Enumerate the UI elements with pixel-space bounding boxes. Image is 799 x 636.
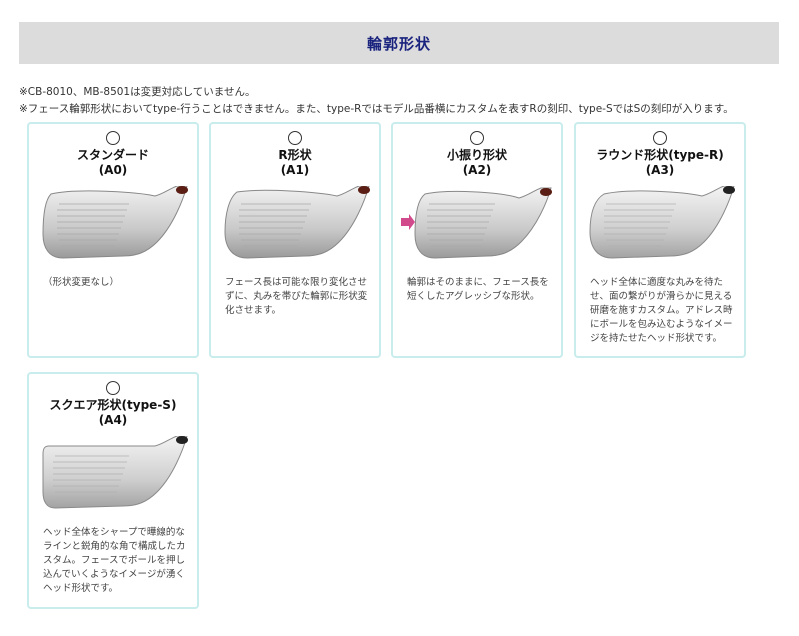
iron-head-image-a3 <box>589 186 735 259</box>
option-title-a0: スタンダード (A0) <box>76 148 149 177</box>
option-card-a0[interactable]: スタンダード (A0) （形状変更なし） <box>27 122 199 358</box>
iron-head-image-a2 <box>401 187 552 259</box>
option-desc-a2: 輪郭はそのままに、フェース長を短くしたアグレッシブな形状。 <box>407 277 549 302</box>
radio-button-a4[interactable] <box>106 381 120 395</box>
option-desc-a4: ヘッド全体をシャープで曄線的なラインと鋭角的な角で構成したカスタム。フェースでボ… <box>43 527 186 594</box>
hosel-a4 <box>176 436 188 444</box>
option-title-a3: ラウンド形状(type-R) (A3) <box>596 148 724 177</box>
hosel-a3 <box>723 186 735 194</box>
option-desc-a0: （形状変更なし） <box>43 277 120 288</box>
option-card-a1[interactable]: R形状 (A1) フェース長は可能な限り変化させずに、丸みを帯びた輪郭に形状変化… <box>209 122 381 358</box>
radio-button-a2[interactable] <box>470 131 484 145</box>
hosel-a2 <box>540 188 552 196</box>
option-card-a3[interactable]: ラウンド形状(type-R) (A3) ヘッド全体に適度な丸みを待たせ、面の繋が… <box>574 122 746 358</box>
option-title-a1: R形状 (A1) <box>278 148 312 177</box>
hosel-a0 <box>176 186 188 194</box>
radio-button-a1[interactable] <box>288 131 302 145</box>
section-header: 輪郭形状 <box>19 22 779 64</box>
note-model-exclusion: ※CB-8010、MB-8501は変更対応していません。 <box>19 86 256 98</box>
hosel-a1 <box>358 186 370 194</box>
shorten-arrow-icon <box>401 214 415 230</box>
iron-head-image-a1 <box>224 186 370 259</box>
iron-head-image-a4 <box>42 436 188 509</box>
option-desc-a1: フェース長は可能な限り変化させずに、丸みを帯びた輪郭に形状変化させます。 <box>225 277 368 316</box>
option-card-a2[interactable]: 小振り形状 (A2) 輪郭はそのままに、フェース長を短くしたアグレッシブな形状。 <box>391 122 563 358</box>
option-title-a2: 小振り形状 (A2) <box>446 148 507 177</box>
section-title: 輪郭形状 <box>366 34 431 53</box>
option-desc-a3: ヘッド全体に適度な丸みを待たせ、面の繋がりが滑らかに見える研磨を施すカスタム。ア… <box>590 277 733 344</box>
note-engraving: ※フェース輪郭形状においてtype-行うことはできません。また、type-Rでは… <box>19 103 734 115</box>
option-card-a4[interactable]: スクエア形状(type-S) (A4) ヘッド全体をシャープで曄線的なラインと鋭… <box>27 372 199 609</box>
option-title-a4: スクエア形状(type-S) (A4) <box>49 398 177 427</box>
iron-head-image-a0 <box>42 186 188 259</box>
radio-button-a3[interactable] <box>653 131 667 145</box>
radio-button-a0[interactable] <box>106 131 120 145</box>
